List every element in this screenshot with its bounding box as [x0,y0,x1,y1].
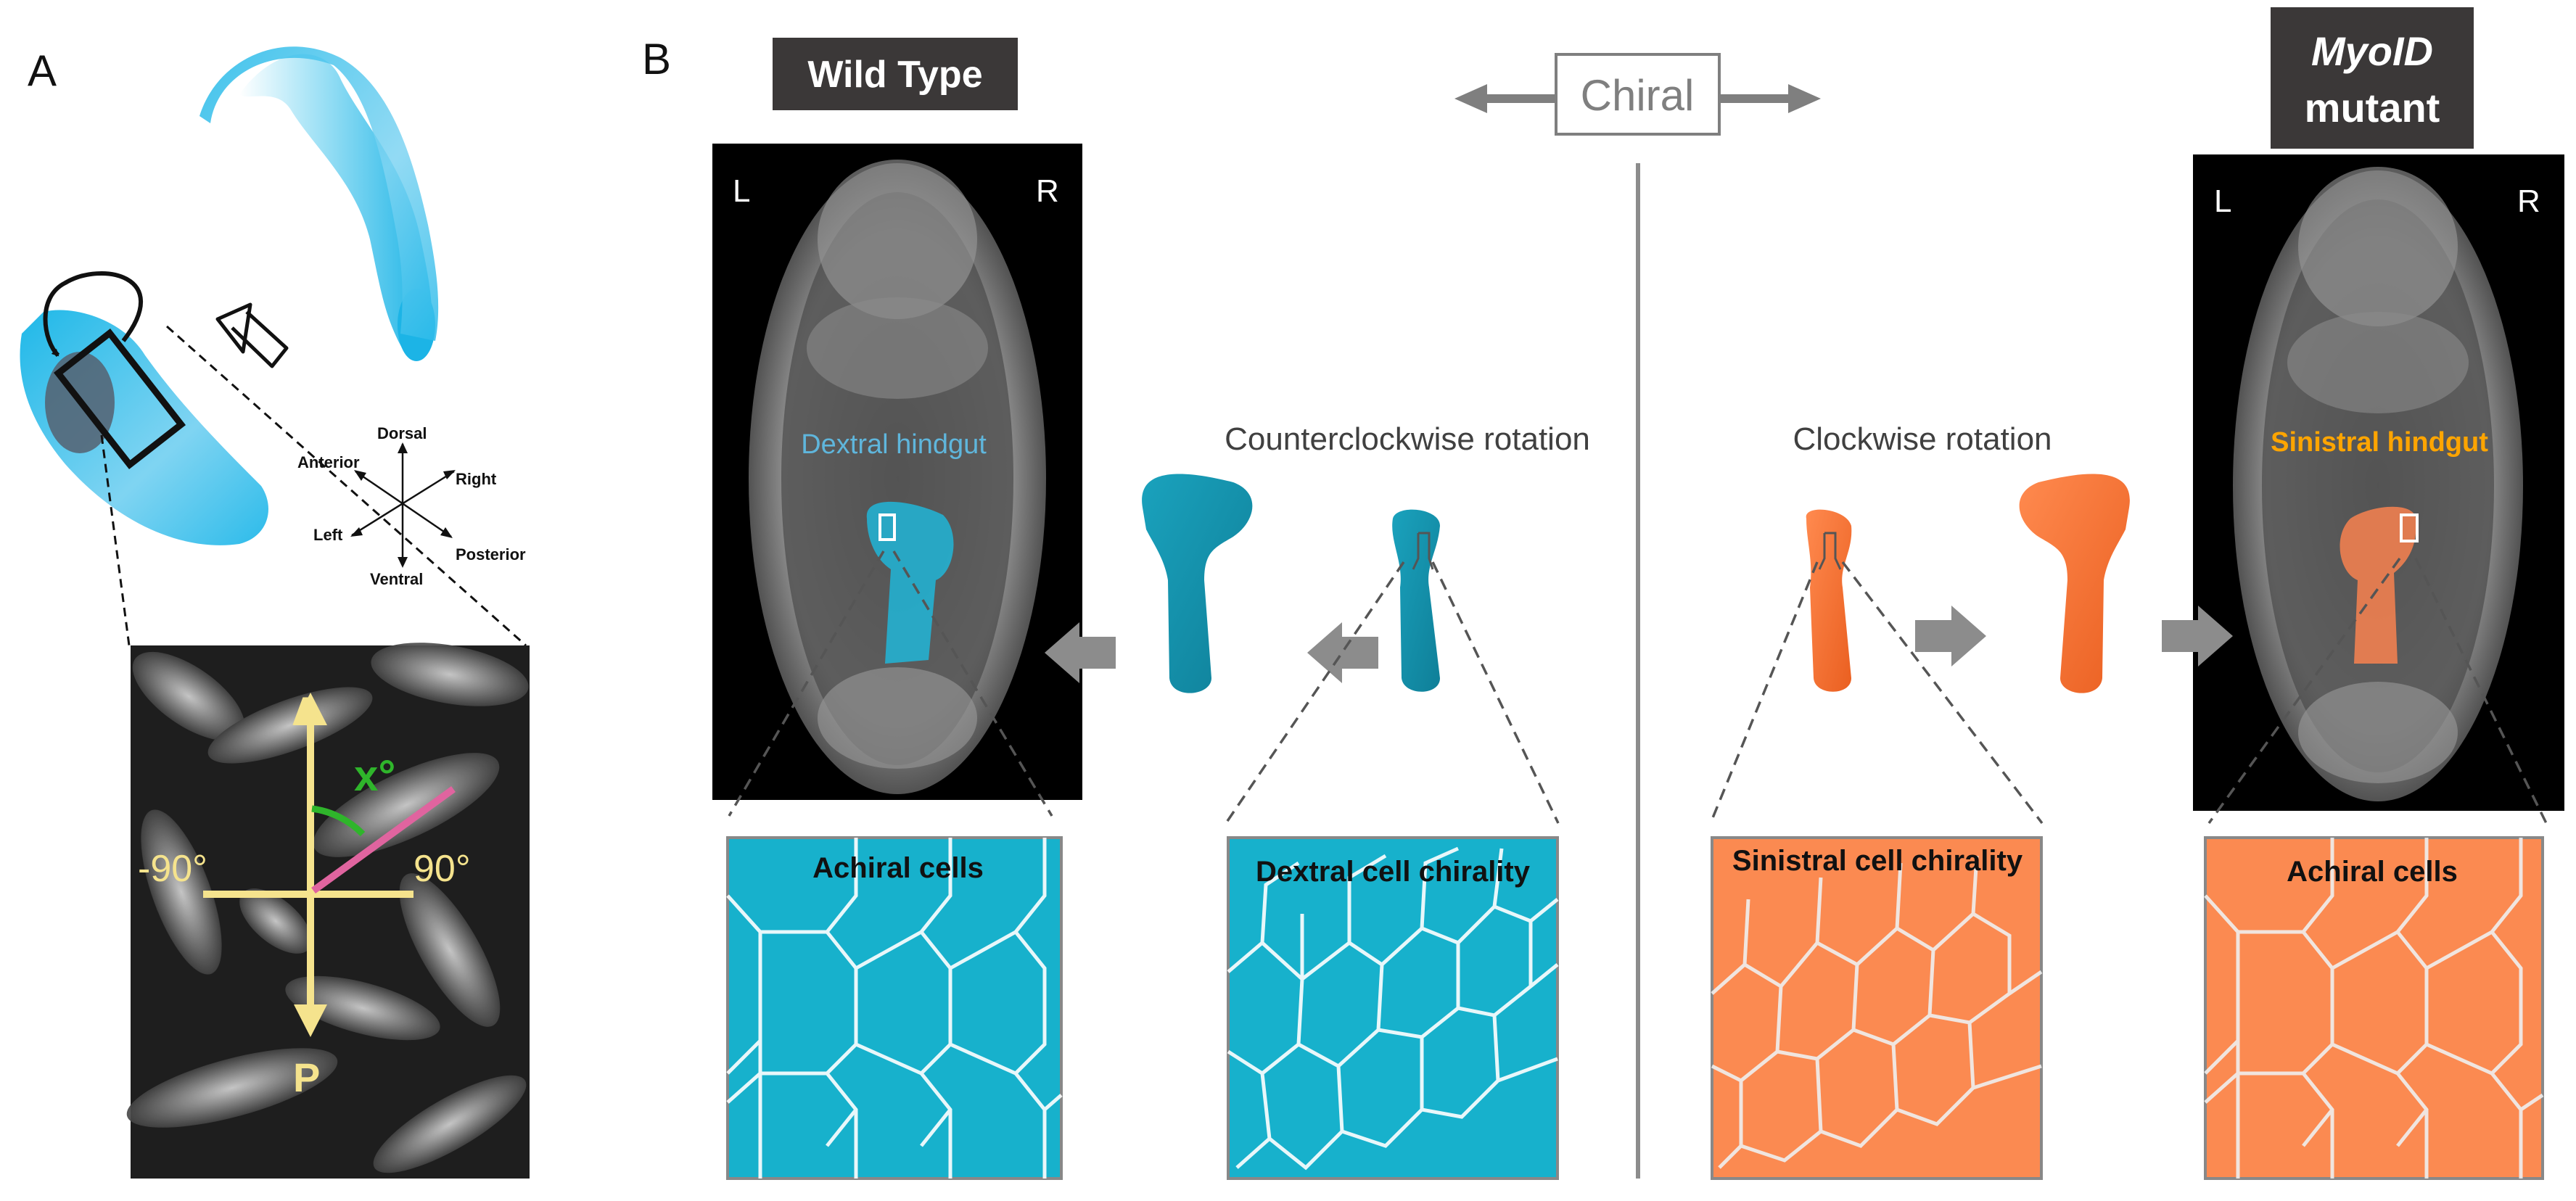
wt-right-label: R [1036,173,1059,209]
mut-hindgut-initial-mark [1818,532,1842,570]
mut-hindgut-rotated [2019,474,2130,693]
cells-mut-sinistral: Sinistral cell chirality [1711,836,2043,1180]
flow-arrows [1045,606,2233,683]
clockwise-label: Clockwise rotation [1793,421,2052,457]
chiral-label: Chiral [1581,71,1695,120]
zoom-line-left [100,434,131,646]
cells-mut-achiral-label: Achiral cells [2287,856,2458,888]
tube-3d-top [239,54,432,355]
mutant-title-word: mutant [2305,85,2440,131]
axis-posterior: Posterior [456,545,526,564]
chiral-indicator: Chiral [1454,53,1821,136]
axes-legend: Dorsal Anterior Right Left Posterior Ven… [297,424,526,588]
panel-a-letter: A [28,46,57,95]
panel-b-letter: B [642,35,671,83]
axis-anterior: Anterior [297,453,360,471]
rotation-arrow [43,271,144,358]
mut-hindgut-label: Sinistral hindgut [2271,427,2488,458]
counterclockwise-label: Counterclockwise rotation [1225,421,1590,457]
tube-selection-rect [53,328,186,470]
zoom-line-right [166,325,527,647]
cells-mut-achiral: Achiral cells [2204,836,2544,1180]
arrow-wt-rotation [1307,622,1378,683]
mutant-title-gene: MyoID [2311,28,2433,74]
micrograph-minus-90: -90° [138,848,207,890]
panel-a: A Dorsal Anterior Right [20,46,530,1179]
micrograph-anterior: A [292,688,321,734]
arrow-mut-rotation [1915,606,1986,666]
mutant-title-box [2271,7,2474,149]
axis-dorsal: Dorsal [377,424,427,442]
wild-type-title-box [773,38,1018,110]
mutant-embryo-image: L R Sinistral hindgut [2193,154,2564,811]
cells-wt-dextral-label: Dextral cell chirality [1256,856,1531,888]
axis-ventral: Ventral [370,570,423,588]
wt-hindgut-initial [1392,509,1440,692]
wild-type-title: Wild Type [807,54,982,96]
arrow-wt-to-embryo [1045,622,1116,683]
cells-wt-dextral: Dextral cell chirality [1227,836,1559,1180]
cells-wt-achiral: Achiral cells [726,836,1063,1180]
micrograph-plus-90: 90° [413,848,471,890]
cells-mut-sinistral-label: Sinistral cell chirality [1732,845,2023,877]
mut-right-label: R [2517,183,2540,219]
chiral-box [1555,53,1721,136]
micrograph: A P x° -90° 90° [126,643,530,1179]
micrograph-angle: x° [354,751,395,800]
wt-left-label: L [733,173,750,209]
axis-left: Left [313,526,343,544]
wild-type-embryo-image: L R Dextral hindgut [712,144,1082,800]
cells-wt-achiral-label: Achiral cells [812,852,984,884]
wt-hindgut-rotated [1142,474,1253,693]
zoom-connectors [728,550,2548,825]
wt-hindgut-initial-mark [1412,532,1434,570]
tube-3d-top-body [199,46,439,342]
mut-left-label: L [2214,183,2231,219]
hollow-arrow [215,302,289,368]
axis-right: Right [456,470,497,488]
arrow-mut-to-embryo [2162,606,2233,666]
mut-hindgut-initial [1806,509,1852,692]
panel-b: B Wild Type Chiral MyoID mutant L [642,7,2564,1180]
micrograph-posterior: P [293,1055,320,1100]
wt-hindgut-label: Dextral hindgut [801,429,987,460]
